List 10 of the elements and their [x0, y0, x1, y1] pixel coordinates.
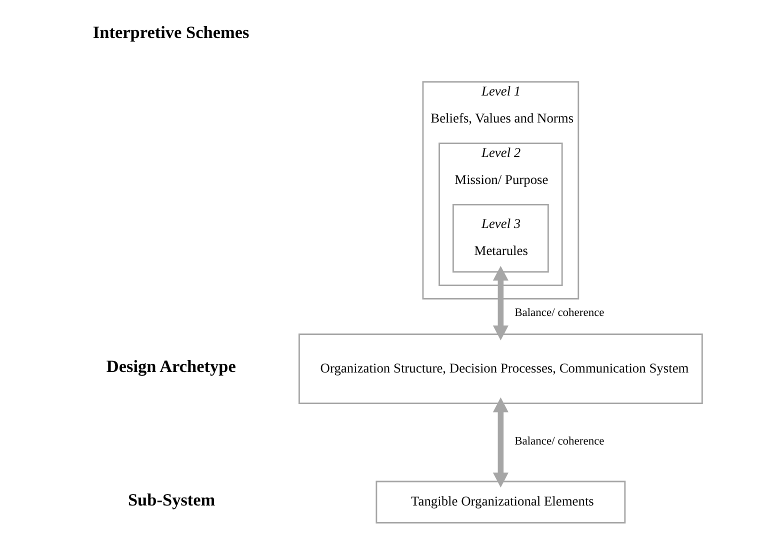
edge-label: Balance/ coherence	[514, 307, 604, 320]
label: Interpretive Schemes	[92, 23, 249, 42]
node-box: Tangible Organizational Elements	[375, 480, 626, 524]
node-box: Organization Structure, Decision Processes, Communication System	[298, 334, 702, 404]
edge-label: Balance/ coherence	[514, 436, 604, 448]
label: Design Archetype	[106, 357, 236, 376]
node-box: Level 3 Metarules	[452, 204, 548, 273]
arrow	[492, 397, 508, 488]
label: Sub-System	[127, 490, 215, 510]
arrow	[492, 266, 508, 340]
